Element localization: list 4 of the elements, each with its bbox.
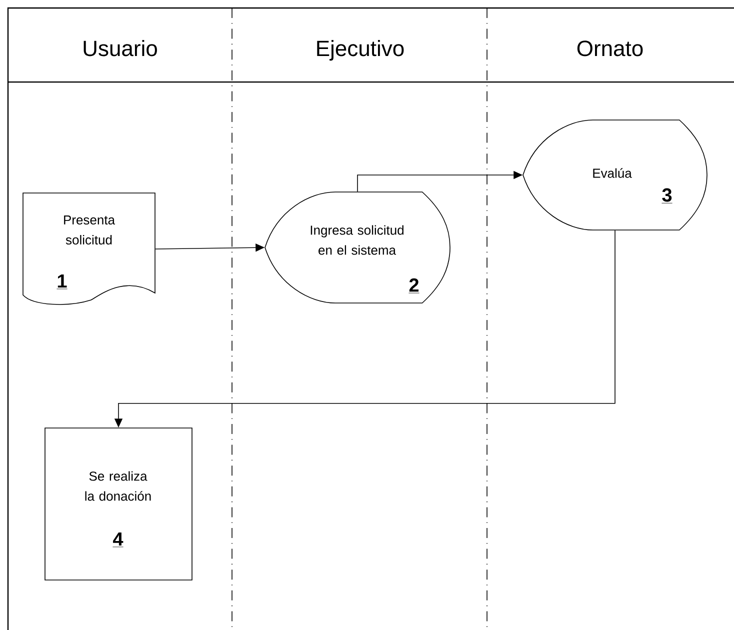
lane-header: Ornato — [577, 40, 643, 56]
lane-header: Ejecutivo — [317, 40, 404, 61]
lane-header: Usuario — [84, 40, 157, 56]
process-box: Se realiza la donación 4 — [44, 428, 192, 580]
